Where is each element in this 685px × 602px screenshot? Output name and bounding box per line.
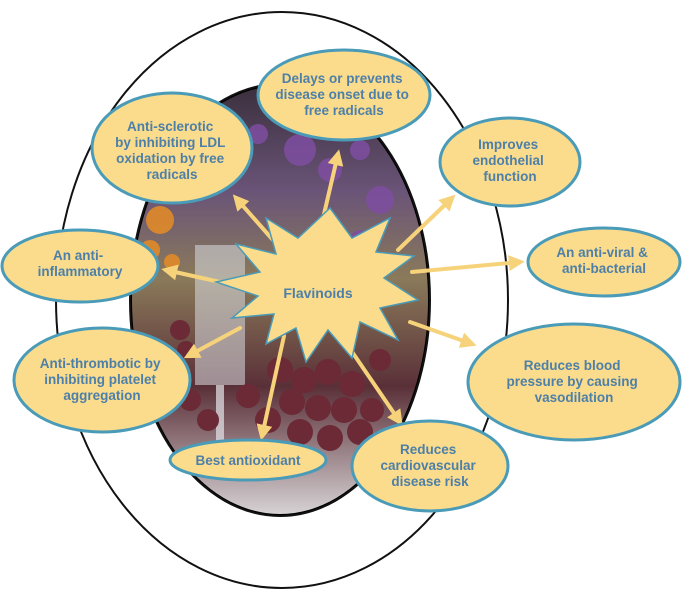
bubble-line: inflammatory (38, 264, 123, 279)
svg-text:Reduces cardiovascular: Reduces cardiovascular disease risk (380, 442, 479, 489)
bubble-line: vasodilation (535, 390, 614, 405)
flavinoids-starburst (213, 206, 420, 364)
bubble-anti-thrombotic: Anti-thrombotic by inhibiting platelet a… (12, 326, 192, 434)
bubble-shape (0, 228, 160, 304)
bubble-line: Anti-sclerotic (127, 119, 214, 134)
bubble-shape (526, 226, 682, 298)
svg-text:Best antioxidant: Best antioxidant (195, 453, 301, 468)
bubble-line: inhibiting platelet (44, 372, 156, 387)
bubble-line: Anti-thrombotic by (40, 356, 161, 371)
arrow-to-blood-pressure (408, 320, 477, 348)
bubble-shape (256, 48, 432, 142)
bubble-blood-pressure: Reduces blood pressure by causing vasodi… (466, 322, 682, 442)
bubble-anti-inflammatory: An anti- inflammatory (0, 228, 160, 304)
bubble-anti-sclerotic: Anti-sclerotic by inhibiting LDL oxidati… (90, 91, 254, 205)
bubble-endothelial: Improves endothelial function (438, 116, 582, 208)
bubble-line: radicals (146, 167, 197, 182)
arrow-to-antioxidant (256, 334, 286, 441)
svg-text:Delays or prevents disea: Delays or prevents disease onset due to … (275, 71, 412, 118)
bubble-shape (350, 419, 510, 513)
arrows (161, 149, 525, 441)
bubble-line: cardiovascular (380, 458, 476, 473)
arrow-to-anti-inflammatory (161, 264, 222, 284)
bubble-shape (90, 91, 254, 205)
bubble-shape (438, 116, 582, 208)
bubble-shape (168, 438, 328, 482)
bubble-line: function (483, 169, 536, 184)
bubble-line: by inhibiting LDL (115, 135, 225, 150)
bubble-line: disease onset due to (275, 87, 409, 102)
bubble-delays-disease: Delays or prevents disease onset due to … (256, 48, 432, 142)
bubble-line: Delays or prevents (282, 71, 403, 86)
bubble-line: Reduces blood (524, 358, 621, 373)
bubble-line: oxidation by free (116, 151, 225, 166)
bubble-line: pressure by causing (506, 374, 637, 389)
svg-text:An anti-viral & anti-bac: An anti-viral & anti-bacterial (556, 245, 651, 276)
bubble-anti-viral: An anti-viral & anti-bacterial (526, 226, 682, 298)
center-label: Flavinoids (283, 285, 352, 301)
bubble-line: endothelial (472, 153, 543, 168)
bubble-shape (466, 322, 682, 442)
svg-text:Anti-sclerotic by inhibi: Anti-sclerotic by inhibiting LDL oxidati… (115, 119, 229, 182)
bubble-line: An anti- (53, 248, 103, 263)
bubble-line: aggregation (63, 388, 140, 403)
bubble-line: disease risk (391, 474, 469, 489)
bubble-line: Improves (478, 137, 538, 152)
bubble-line: An anti-viral & (556, 245, 648, 260)
bubble-cardiovascular: Reduces cardiovascular disease risk (350, 419, 510, 513)
svg-text:Anti-thrombotic by inhib: Anti-thrombotic by inhibiting platelet a… (40, 356, 165, 403)
bubble-line: Best antioxidant (195, 453, 301, 468)
arrow-to-anti-thrombotic (183, 326, 242, 359)
bubble-line: free radicals (304, 103, 384, 118)
arrow-to-endothelial (396, 194, 456, 252)
arrow-to-anti-viral (410, 255, 525, 274)
bubble-shape (12, 326, 192, 434)
bubble-line: Reduces (400, 442, 456, 457)
bubble-line: anti-bacterial (562, 261, 646, 276)
svg-text:An anti- inflammatory: An anti- inflammatory (38, 248, 123, 279)
svg-text:Improves endothelial: Improves endothelial function (472, 137, 547, 184)
bubble-antioxidant: Best antioxidant (168, 438, 328, 482)
svg-text:Reduces blood pressure b: Reduces blood pressure by causing vasodi… (506, 358, 641, 405)
